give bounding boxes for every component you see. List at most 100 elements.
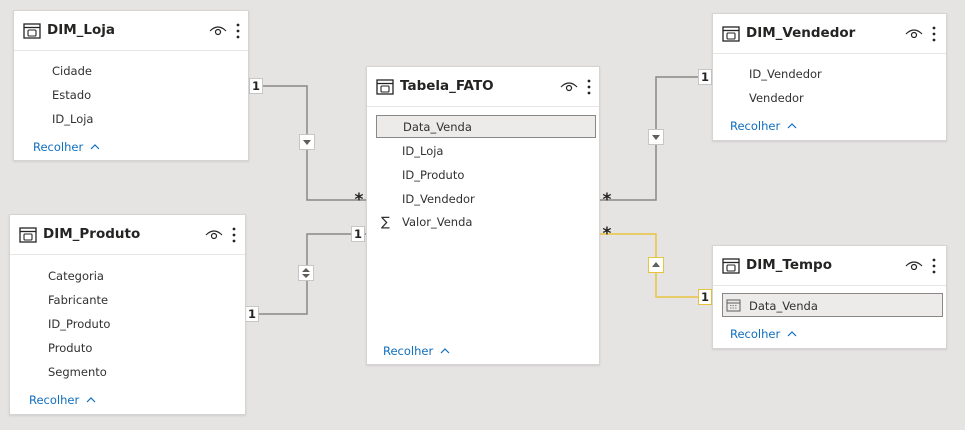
cardinality-label: 1 bbox=[700, 70, 709, 84]
field-id-vendedor[interactable]: ID_Vendedor bbox=[402, 192, 475, 206]
table-icon bbox=[722, 26, 740, 42]
cardinality-one-loja[interactable]: 1 bbox=[249, 78, 263, 94]
field-label: Cidade bbox=[52, 64, 92, 78]
field-produto[interactable]: Produto bbox=[48, 341, 92, 355]
collapse-label: Recolher bbox=[383, 344, 434, 358]
collapse-label: Recolher bbox=[730, 327, 781, 341]
table-title: Tabela_FATO bbox=[400, 78, 494, 94]
table-title: DIM_Vendedor bbox=[746, 25, 856, 41]
cardinality-one-produto[interactable]: 1 bbox=[245, 306, 259, 322]
collapse-label: Recolher bbox=[29, 393, 80, 407]
chevron-up-icon bbox=[86, 397, 96, 403]
field-label: Segmento bbox=[48, 365, 107, 379]
collapse-link[interactable]: Recolher bbox=[730, 327, 797, 341]
field-id-loja[interactable]: ID_Loja bbox=[402, 144, 443, 158]
cardinality-label: 1 bbox=[247, 307, 256, 321]
filter-direction-vendedor[interactable] bbox=[648, 129, 664, 145]
cardinality-many-tempo[interactable]: * bbox=[600, 224, 614, 244]
more-options-icon[interactable] bbox=[236, 23, 240, 39]
field-segmento[interactable]: Segmento bbox=[48, 365, 107, 379]
field-id-produto[interactable]: ID_Produto bbox=[48, 317, 110, 331]
collapse-label: Recolher bbox=[730, 119, 781, 133]
field-label: Data_Venda bbox=[749, 299, 818, 313]
field-label: ID_Produto bbox=[402, 168, 465, 182]
table-icon bbox=[722, 258, 740, 274]
cardinality-one-vendedor[interactable]: 1 bbox=[698, 69, 712, 85]
chevron-up-icon bbox=[90, 144, 100, 150]
table-header[interactable]: DIM_Vendedor bbox=[713, 14, 946, 54]
collapse-link[interactable]: Recolher bbox=[33, 140, 100, 154]
filter-direction-produto[interactable] bbox=[298, 265, 314, 281]
field-label: Produto bbox=[48, 341, 93, 355]
table-card-tabela-fato[interactable]: Tabela_FATO Data_Venda ID_Loja ID_Produt… bbox=[366, 66, 600, 365]
collapse-link[interactable]: Recolher bbox=[29, 393, 96, 407]
table-icon bbox=[19, 227, 37, 243]
field-label: ID_Produto bbox=[48, 317, 111, 331]
filter-direction-tempo[interactable] bbox=[648, 257, 664, 273]
table-header[interactable]: DIM_Tempo bbox=[713, 246, 946, 286]
eye-icon[interactable] bbox=[205, 229, 223, 241]
filter-direction-loja[interactable] bbox=[299, 134, 315, 150]
arrow-up-icon bbox=[652, 262, 660, 267]
eye-icon[interactable] bbox=[209, 25, 227, 37]
cardinality-one-produto-fato[interactable]: 1 bbox=[351, 226, 365, 242]
collapse-link[interactable]: Recolher bbox=[730, 119, 797, 133]
table-card-dim-tempo[interactable]: DIM_Tempo Data_Venda Recolher bbox=[712, 245, 947, 349]
cardinality-label: * bbox=[602, 190, 612, 210]
chevron-up-icon bbox=[787, 331, 797, 337]
table-title: DIM_Loja bbox=[47, 22, 116, 38]
eye-icon[interactable] bbox=[905, 28, 923, 40]
field-label: Fabricante bbox=[48, 293, 109, 307]
field-cidade[interactable]: Cidade bbox=[52, 64, 92, 78]
field-data-venda[interactable]: Data_Venda bbox=[722, 293, 943, 317]
field-id-produto[interactable]: ID_Produto bbox=[402, 168, 464, 182]
table-title: DIM_Produto bbox=[43, 226, 141, 242]
field-vendedor[interactable]: Vendedor bbox=[749, 91, 804, 105]
table-card-dim-vendedor[interactable]: DIM_Vendedor ID_Vendedor Vendedor Recolh… bbox=[712, 13, 947, 141]
eye-icon[interactable] bbox=[905, 260, 923, 272]
arrow-down-icon bbox=[303, 140, 311, 145]
table-title: DIM_Tempo bbox=[746, 257, 832, 273]
collapse-link[interactable]: Recolher bbox=[383, 344, 450, 358]
field-id-loja[interactable]: ID_Loja bbox=[52, 112, 93, 126]
cardinality-one-tempo[interactable]: 1 bbox=[698, 289, 712, 305]
cardinality-label: * bbox=[354, 190, 364, 210]
field-valor-venda[interactable]: ∑ Valor_Venda bbox=[381, 215, 472, 230]
field-label: ID_Vendedor bbox=[749, 67, 822, 81]
field-estado[interactable]: Estado bbox=[52, 88, 91, 102]
cardinality-many-vendedor[interactable]: * bbox=[600, 190, 614, 210]
cardinality-many-loja[interactable]: * bbox=[352, 190, 366, 210]
cardinality-label: * bbox=[602, 224, 612, 244]
field-label: ID_Vendedor bbox=[402, 192, 475, 206]
table-header[interactable]: DIM_Produto bbox=[10, 215, 245, 255]
calendar-icon bbox=[726, 299, 741, 312]
more-options-icon[interactable] bbox=[932, 258, 936, 274]
table-card-dim-produto[interactable]: DIM_Produto Categoria Fabricante ID_Prod… bbox=[9, 214, 246, 415]
field-data-venda[interactable]: Data_Venda bbox=[376, 115, 596, 138]
field-label: Data_Venda bbox=[403, 120, 472, 134]
field-id-vendedor[interactable]: ID_Vendedor bbox=[749, 67, 822, 81]
table-card-dim-loja[interactable]: DIM_Loja Cidade Estado ID_Loja Recolher bbox=[13, 10, 249, 161]
sigma-icon: ∑ bbox=[381, 215, 390, 230]
arrow-down-icon bbox=[652, 135, 660, 140]
table-header[interactable]: Tabela_FATO bbox=[367, 67, 599, 107]
bidirectional-arrow-icon bbox=[302, 268, 310, 278]
cardinality-label: 1 bbox=[700, 290, 709, 304]
cardinality-label: 1 bbox=[353, 227, 362, 241]
field-fabricante[interactable]: Fabricante bbox=[48, 293, 108, 307]
field-label: Categoria bbox=[48, 269, 104, 283]
more-options-icon[interactable] bbox=[932, 26, 936, 42]
field-label: Vendedor bbox=[749, 91, 804, 105]
field-label: ID_Loja bbox=[52, 112, 94, 126]
more-options-icon[interactable] bbox=[587, 79, 591, 95]
more-options-icon[interactable] bbox=[232, 227, 236, 243]
field-label: Valor_Venda bbox=[402, 215, 473, 229]
chevron-up-icon bbox=[787, 123, 797, 129]
table-header[interactable]: DIM_Loja bbox=[14, 11, 248, 51]
field-categoria[interactable]: Categoria bbox=[48, 269, 104, 283]
eye-icon[interactable] bbox=[560, 81, 578, 93]
field-label: ID_Loja bbox=[402, 144, 444, 158]
collapse-label: Recolher bbox=[33, 140, 84, 154]
field-label: Estado bbox=[52, 88, 92, 102]
